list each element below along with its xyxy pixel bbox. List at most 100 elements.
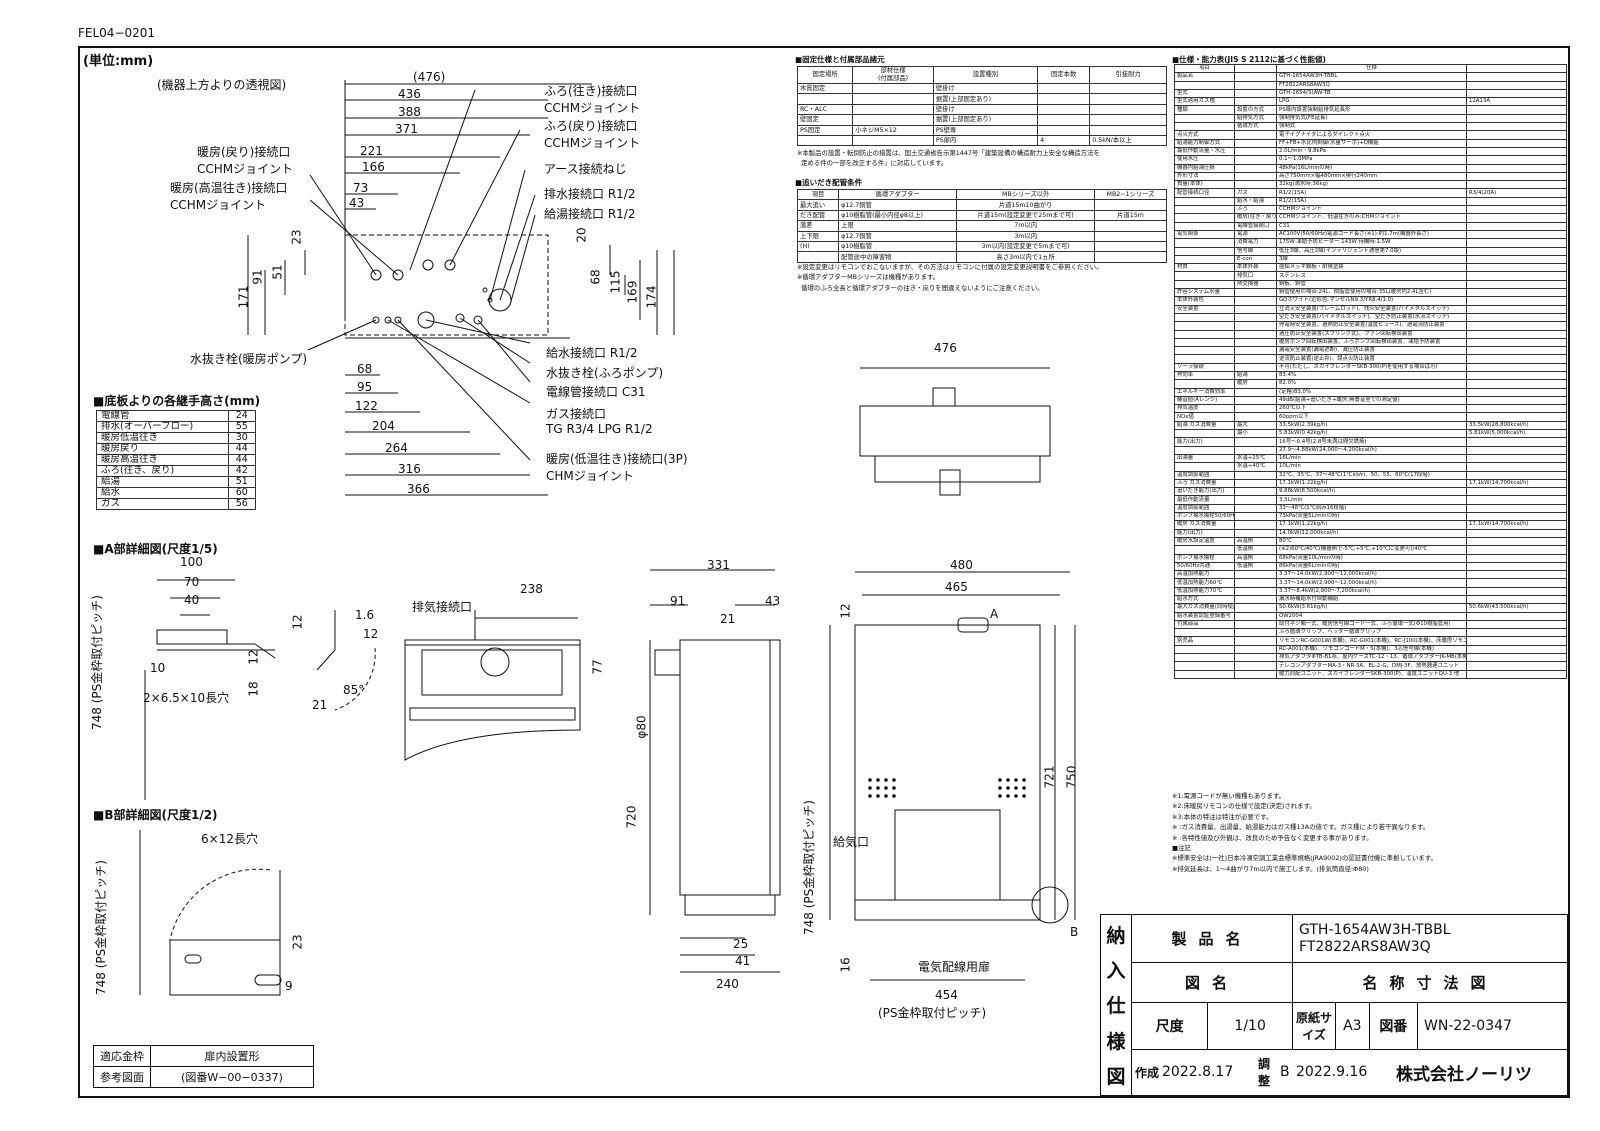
spec-cell <box>1174 321 1235 331</box>
spec-cell: 銅板、銅管 <box>1276 279 1467 290</box>
spec-cell <box>1466 487 1567 497</box>
exhaust-label: 排気接続口 <box>412 600 473 614</box>
spec-cell: 暖房ポンプ回転検出装置、ふろポンプ回転検出装置、凍結予防装置 <box>1276 337 1467 348</box>
spec-cell <box>1466 196 1567 207</box>
table-row: 付属部品取付ネジ類一式、暖房信号線コード一式、ふろ循環一式(Φ10樹脂管用) <box>1174 619 1567 630</box>
spec-cell <box>1234 354 1277 364</box>
spec-cell: 暖房(往き・戻り) <box>1234 213 1277 223</box>
spec-cell: 73kPa(流量5L/minの時) <box>1276 512 1467 522</box>
piping-cell: 配管途中の障害物 <box>838 251 958 263</box>
spec-cell <box>1466 545 1567 555</box>
spec-cell: ガス <box>1234 188 1277 198</box>
scale-value: 1/10 <box>1207 1002 1294 1050</box>
height-item: 暖房低温往き <box>96 432 229 444</box>
spec-cell <box>1466 155 1567 165</box>
spec-cell: 熱交換器 <box>1234 279 1277 290</box>
spec-cell <box>1466 329 1567 339</box>
spec-cell <box>1234 404 1277 414</box>
spec-cell <box>1234 337 1277 348</box>
spec-cell: CCHMジョイント <box>1276 205 1467 215</box>
made-date: 2022.8.17 <box>1162 1064 1234 1081</box>
spec-cell <box>1234 487 1277 497</box>
piping-cell: 片道15m(設定変更で25mまで可) <box>956 209 1095 222</box>
side-dim-240: 240 <box>716 977 739 991</box>
fixing-cell <box>1089 82 1167 95</box>
table-row: 点火方式電子イグナイタによるダイレクト点火 <box>1174 130 1567 140</box>
spec-note: ※3:本体の特注は特注が必要です。 <box>1172 812 1273 821</box>
fixing-header-cell: 固定場所 <box>796 66 854 84</box>
dim-366: 366 <box>407 482 430 496</box>
spec-cell <box>1466 287 1567 298</box>
table-row: 漏電安全装置(漏電遮断)、減圧防止装置 <box>1174 346 1567 356</box>
front-dim-750: 750 <box>1064 765 1079 789</box>
mark-a: A <box>990 607 999 621</box>
spec-cell: AC100V(50/60Hz)電源コード長さ(※1):約1.7m(機器外長さ) <box>1276 229 1467 240</box>
fixing-cell: 据置(上部固定あり) <box>932 114 1039 126</box>
spec-cell <box>1466 229 1567 240</box>
spec-cell <box>1466 321 1567 331</box>
spec-cell <box>1466 594 1567 605</box>
piping-cell: 落差 <box>796 220 840 232</box>
spec-cell <box>1174 238 1235 248</box>
spec-cell: 50.6kW(3.61kg/h) <box>1276 603 1467 613</box>
spec-note: ※ :各特性値及び外観は、改良のため予告なく変更する事があります。 <box>1172 833 1373 842</box>
fixing-cell <box>852 82 934 95</box>
spec-cell: 14.0kW(12,000kcal/h) <box>1276 528 1467 538</box>
spec-note: ※2:床暖房リモコンの仕様で設定(決定)されます。 <box>1172 802 1316 811</box>
spec-cell <box>1234 63 1277 74</box>
spec-cell: CCHMジョイント、低温往きのみ:CHMジョイント <box>1276 213 1467 223</box>
detail-a-dim-12c: 12 <box>246 649 261 665</box>
table-row: FT2822ARS8AW3Q <box>1174 80 1567 90</box>
electrical-door-label: 電気配線用扉 <box>918 960 991 974</box>
spec-cell <box>1234 594 1277 605</box>
piping-cell: 上限 <box>838 220 958 232</box>
piping-cell <box>1093 199 1168 211</box>
piping-cell: 最大追い <box>796 199 840 211</box>
fixing-cell <box>1037 103 1091 116</box>
spec-cell <box>1466 528 1567 538</box>
fixing-cell: 小ネジM5×12 <box>852 124 934 136</box>
spec-cell: 安全装置 <box>1174 304 1235 314</box>
table-row: ポンプ揚水揚程50/60Hz共通73kPa(流量5L/minの時) <box>1174 512 1567 522</box>
spec-title: ■仕様・能力表(JIS S 2112に基づく性能値) <box>1172 55 1326 64</box>
spec-cell <box>1234 146 1277 157</box>
spec-cell <box>1466 346 1567 356</box>
fixing-cell <box>1089 103 1167 116</box>
spec-cell: 給水方式 <box>1174 594 1235 605</box>
spec-cell <box>1234 329 1277 339</box>
detail-a-title: ■A部詳細図(尺度1/5) <box>93 542 218 556</box>
spec-cell <box>1234 512 1277 522</box>
spec-cell <box>1466 296 1567 306</box>
spec-cell: 使用水圧 <box>1174 155 1235 165</box>
spec-cell <box>1234 155 1277 165</box>
spec-cell: 3線 <box>1276 254 1467 265</box>
spec-cell <box>1174 246 1235 256</box>
spec-cell <box>1466 63 1567 74</box>
spec-cell: ふろ循環クリップ、ヘッダー循環クリップ <box>1276 628 1467 638</box>
side-dim-41: 41 <box>735 954 751 968</box>
spec-cell <box>1466 72 1567 82</box>
spec-cell <box>1174 545 1235 555</box>
spec-cell: リモコンRC-G001W(本機)、RC-G001(本機)、RC-J100(本機)… <box>1276 636 1467 646</box>
spec-cell <box>1466 337 1567 348</box>
spec-cell: 設置の方式 <box>1234 105 1277 115</box>
spec-cell: 熱効率 <box>1174 370 1235 381</box>
spec-cell: 175W 凍結予防ヒーター 143W 待機時:1.5W <box>1276 238 1467 248</box>
spec-cell: 型式 <box>1174 88 1235 99</box>
detail-b-drawing <box>139 830 282 996</box>
spec-cell: 48kPa(16L/minの時) <box>1276 163 1467 173</box>
spec-cell <box>1174 379 1235 389</box>
table-row: 追いだき能力(出力)9.88kW(8,500kcal/h) <box>1174 487 1567 497</box>
spec-cell: 32℃、35℃、37〜48℃(1℃刻み)、50、55、60℃(17段階) <box>1276 470 1467 480</box>
side-dim-720: 720 <box>624 805 639 829</box>
spec-cell: 12A13A <box>1466 97 1567 107</box>
